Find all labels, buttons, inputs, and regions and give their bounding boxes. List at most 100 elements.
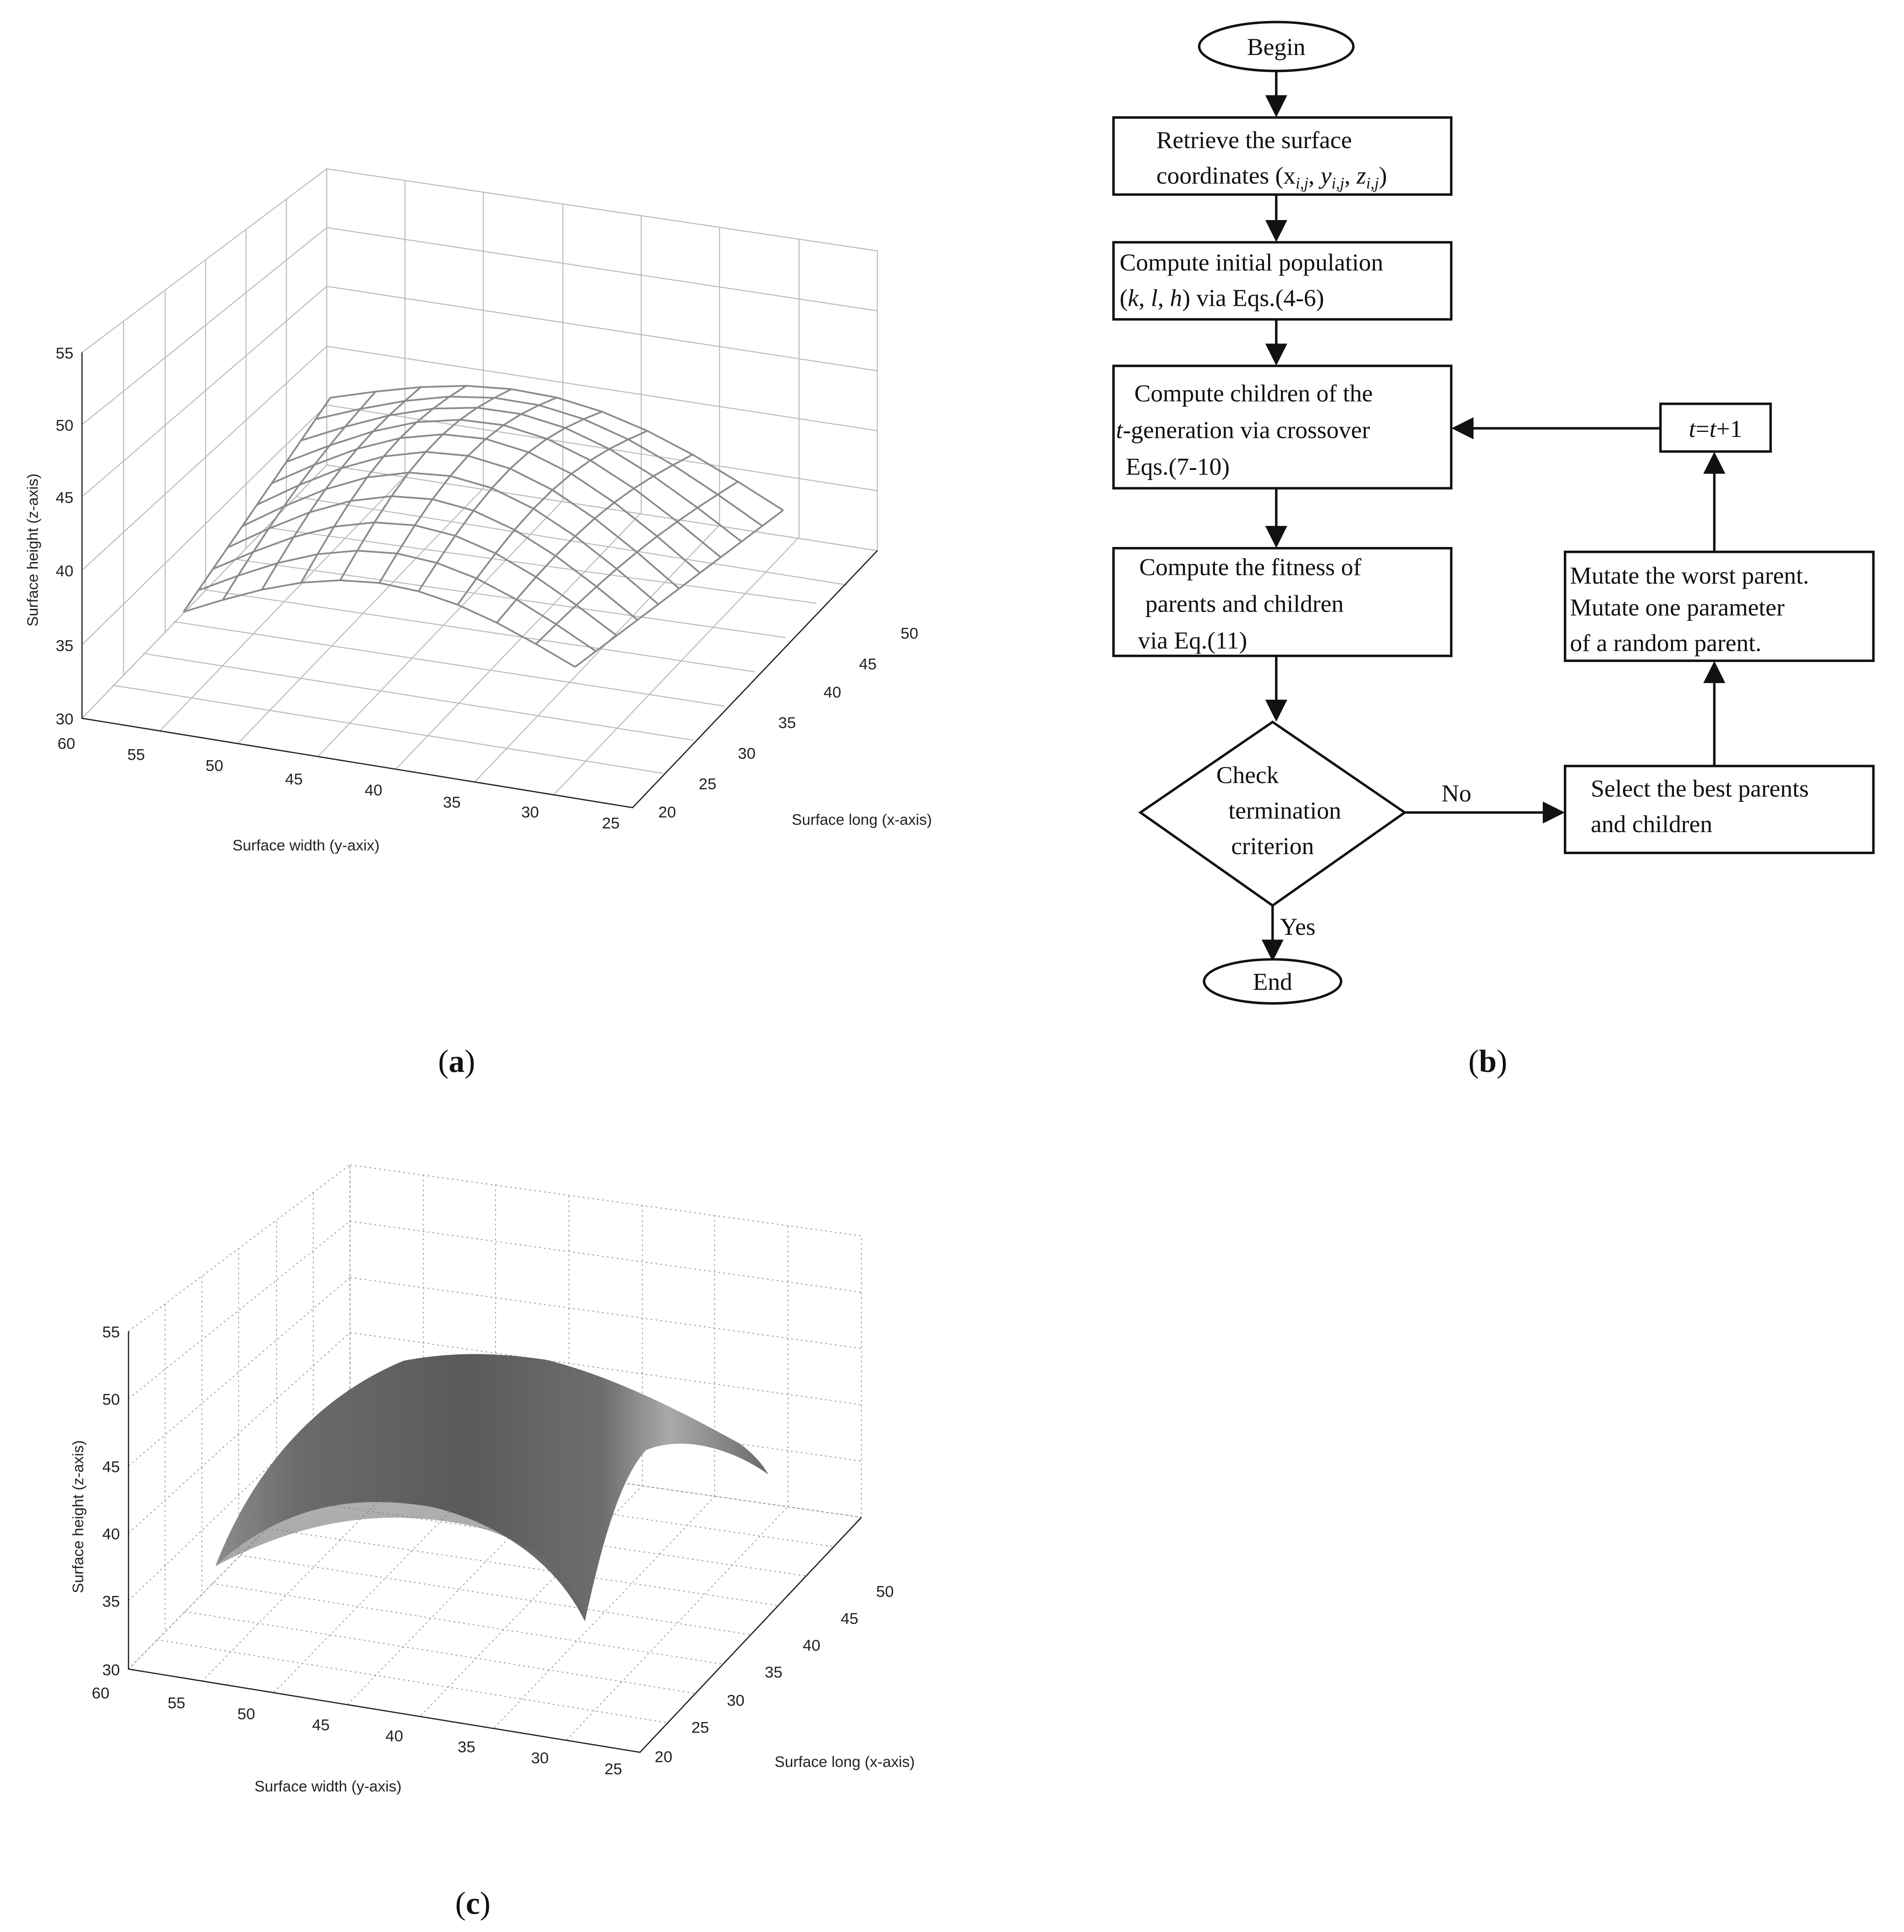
step-crossover-children [1112, 364, 1453, 490]
decision-line3: criterion [1231, 832, 1314, 860]
mesh-line-u [457, 430, 648, 606]
end-terminal [1203, 958, 1342, 1005]
step3-line2: t-generation via crossover [1116, 416, 1370, 444]
step-select-best [1563, 765, 1875, 854]
end-label: End [1253, 968, 1292, 995]
y-tick: 55 [168, 1695, 186, 1712]
y-tick: 50 [205, 757, 223, 774]
x-tick: 45 [859, 656, 877, 673]
y-axis-label: Surface width (y-axis) [254, 1778, 402, 1795]
z-tick: 30 [102, 1662, 120, 1679]
z-tick: 50 [56, 417, 74, 434]
mesh-line-v [212, 521, 618, 636]
mesh-line-v [198, 550, 596, 652]
x-tick: 20 [658, 804, 676, 821]
z-tick: 55 [56, 345, 74, 362]
x-tick: 45 [841, 1610, 859, 1628]
mesh-line-v [301, 407, 742, 542]
mesh-line-v [256, 451, 680, 590]
yes-label: Yes [1280, 913, 1316, 940]
increment-label: t=t+1 [1689, 415, 1743, 442]
y-tick: 40 [386, 1728, 403, 1745]
shaded-surface [215, 1354, 769, 1622]
z-tick: 45 [102, 1458, 120, 1476]
step-mutate [1563, 551, 1875, 662]
x-tick: 25 [699, 776, 717, 793]
x-tick: 30 [727, 1692, 745, 1710]
step2-line2: (k, l, h) via Eqs.(4-6) [1120, 284, 1324, 311]
step4-line1: Compute the fitness of [1139, 553, 1362, 580]
step3-line1: Compute children of the [1134, 379, 1373, 407]
step3-line3: Eqs.(7-10) [1126, 453, 1230, 480]
caption-a: (a) [438, 1044, 475, 1079]
panel-b-flowchart: Begin Retrieve the surface coordinates (… [1112, 21, 1875, 1005]
x-tick: 20 [655, 1748, 673, 1766]
x-tick: 40 [823, 684, 841, 701]
mesh-line-v [315, 396, 763, 527]
caption-c: (c) [455, 1886, 491, 1921]
y-tick-labels: 60 55 50 45 40 35 30 25 [57, 735, 619, 832]
z-tick: 35 [56, 637, 74, 655]
step-retrieve-coordinates [1112, 116, 1453, 196]
x-tick: 50 [876, 1583, 894, 1601]
panel-c-chart: 55 50 45 40 35 30 60 55 50 45 40 35 30 2… [70, 1164, 915, 1795]
mesh-line-v [242, 471, 659, 605]
z-tick-labels: 55 50 45 40 35 30 [56, 345, 74, 728]
begin-label: Begin [1247, 33, 1305, 61]
x-tick: 35 [765, 1664, 783, 1681]
mesh-line-v [271, 433, 701, 574]
step4-line2: parents and children [1145, 590, 1344, 618]
x-tick: 35 [778, 714, 796, 732]
mutate-line3: of a random parent. [1570, 629, 1761, 657]
back-grid [81, 168, 878, 808]
select-line1: Select the best parents [1591, 775, 1809, 802]
decision-line2: termination [1228, 797, 1341, 824]
mutate-line1: Mutate the worst parent. [1570, 562, 1809, 589]
z-tick: 50 [102, 1391, 120, 1408]
axis-lines [127, 1331, 862, 1753]
mesh-line-v [183, 579, 576, 668]
y-axis-label: Surface width (y-axix) [232, 837, 380, 854]
y-tick: 30 [531, 1750, 549, 1767]
panel-a-chart: 55 50 45 40 35 30 60 55 50 45 40 35 30 2… [25, 168, 932, 854]
step-initial-population [1112, 241, 1453, 321]
y-tick: 25 [604, 1761, 622, 1778]
x-axis-label: Surface long (x-axis) [774, 1754, 915, 1771]
y-tick: 45 [312, 1717, 330, 1734]
y-tick: 35 [443, 794, 461, 811]
x-axis-label: Surface long (x-axis) [792, 811, 932, 828]
y-tick: 60 [92, 1685, 110, 1702]
x-tick: 25 [691, 1719, 709, 1736]
step-compute-fitness [1112, 547, 1453, 657]
mesh-line-u [574, 509, 784, 668]
x-tick: 30 [738, 745, 756, 762]
wireframe-surface [182, 385, 784, 668]
axis-lines [81, 352, 878, 808]
y-tick: 30 [521, 804, 539, 821]
decision-line1: Check [1216, 761, 1279, 789]
y-tick: 55 [127, 746, 145, 763]
step1-line1: Retrieve the surface [1156, 126, 1352, 154]
z-axis-label: Surface height (z-axis) [25, 474, 42, 627]
z-tick: 40 [102, 1526, 120, 1543]
z-tick: 55 [102, 1324, 120, 1341]
mesh-line-v [330, 385, 784, 511]
z-tick: 35 [102, 1593, 120, 1610]
x-tick-labels: 50 45 40 35 30 25 20 [655, 1583, 894, 1766]
y-tick: 25 [602, 815, 620, 832]
mutate-line2: Mutate one parameter [1570, 594, 1784, 621]
y-tick: 35 [458, 1739, 475, 1756]
x-tick-labels: 50 45 40 35 30 25 20 [658, 625, 918, 821]
z-tick: 45 [56, 489, 74, 507]
caption-b: (b) [1468, 1044, 1507, 1079]
z-tick: 30 [56, 711, 74, 728]
step4-line3: via Eq.(11) [1138, 627, 1247, 654]
mesh-line-v [227, 495, 638, 621]
mesh-line-v [286, 419, 722, 558]
x-tick: 50 [900, 625, 918, 642]
step1-line2: coordinates (xi,j, yi,j, zi,j) [1156, 161, 1387, 192]
z-tick: 40 [56, 563, 74, 580]
y-tick: 50 [237, 1706, 255, 1723]
step2-line1: Compute initial population [1120, 248, 1383, 276]
y-tick: 60 [57, 735, 75, 752]
